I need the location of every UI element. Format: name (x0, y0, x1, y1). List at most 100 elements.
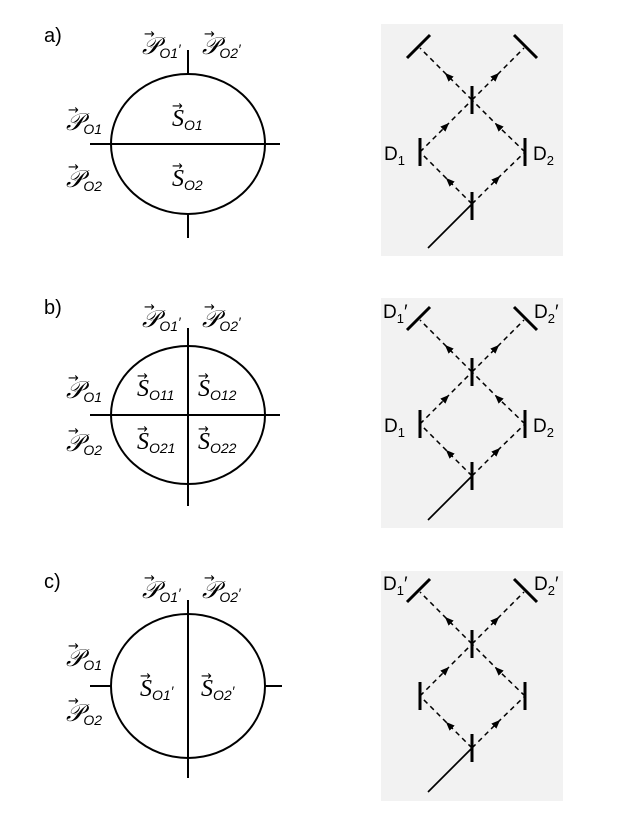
input-beam-b (427, 475, 473, 521)
svg-text:𝒫O2′: 𝒫O2′ (202, 34, 242, 61)
svg-text:𝒫O1: 𝒫O1 (66, 110, 102, 137)
detector-d2-label-b: D2 (533, 416, 554, 440)
beam-lower-right-b (471, 423, 526, 477)
symbol-s-o11-b: → SO11 (137, 369, 174, 403)
svg-text:𝒫O1′: 𝒫O1′ (142, 34, 182, 61)
beam-upper-right-b (471, 371, 526, 425)
symbol-s-o12-b: → SO12 (198, 369, 237, 403)
svg-text:→: → (68, 160, 79, 175)
panel-c-label: c) (44, 571, 61, 593)
symbol-p-o2-c: → 𝒫O2 (66, 694, 102, 728)
detector-d1-label-a: D1 (384, 144, 405, 168)
interferometer-b: D1′ D2′ D1 D2 (381, 298, 563, 528)
beam-out-left-c (419, 591, 473, 645)
svg-text:SO1: SO1 (172, 106, 203, 133)
interferometer-c: D1′ D2′ (381, 571, 563, 801)
mirror-out-left-a (405, 33, 432, 60)
svg-text:→: → (68, 103, 79, 118)
region-diagram-a (90, 50, 280, 238)
symbol-p-o2-a: → 𝒫O2 (66, 160, 102, 194)
detector-out-right-c (512, 577, 539, 604)
beam-lower-left-a (419, 151, 473, 205)
beam-lower-left-c (419, 695, 473, 749)
panel-b: b) → 𝒫O1′ → 𝒫O2′ → 𝒫O1 → 𝒫O2 (44, 297, 563, 528)
svg-text:𝒫O1′: 𝒫O1′ (142, 578, 182, 605)
symbol-p-o1-prime-b: → 𝒫O1′ (142, 300, 182, 334)
panel-b-label: b) (44, 297, 62, 319)
symbol-p-o2-prime-a: → 𝒫O2′ (202, 27, 242, 61)
svg-text:→: → (204, 571, 215, 586)
symbols-b: → 𝒫O1′ → 𝒫O2′ → 𝒫O1 → 𝒫O2 → SO11 → SO1 (66, 300, 242, 458)
region-diagram-c (90, 600, 282, 778)
symbol-s-o2-prime-c: → SO2′ (201, 669, 236, 703)
detector-d2-prime-label-c: D2′ (534, 574, 559, 598)
svg-text:→: → (137, 369, 148, 384)
interferometer-bg-c (381, 571, 563, 801)
beam-upper-right-c (471, 643, 526, 697)
symbol-s-o2-a: → SO2 (172, 159, 203, 193)
symbol-p-o1-c: → 𝒫O1 (66, 639, 102, 673)
symbol-s-o21-b: → SO21 (137, 422, 175, 456)
symbol-p-o2-b: → 𝒫O2 (66, 424, 102, 458)
beam-out-right-a (471, 47, 525, 101)
interferometer-a: D1 D2 (381, 24, 563, 256)
svg-text:→: → (198, 369, 209, 384)
beam-upper-left-b (419, 371, 473, 425)
svg-text:→: → (144, 571, 155, 586)
svg-text:→: → (172, 99, 183, 114)
svg-text:SO21: SO21 (137, 429, 175, 456)
panel-a-label: a) (44, 25, 62, 47)
symbols-c: → 𝒫O1′ → 𝒫O2′ → 𝒫O1 → 𝒫O2 → SO1′ → SO2 (66, 571, 242, 728)
symbol-p-o1-b: → 𝒫O1 (66, 371, 102, 405)
svg-text:𝒫O1: 𝒫O1 (66, 378, 102, 405)
svg-text:SO11: SO11 (137, 376, 174, 403)
beam-out-right-b (471, 319, 525, 373)
beam-upper-left-a (419, 99, 473, 153)
input-beam-c (427, 747, 473, 793)
beam-upper-left-c (419, 643, 473, 697)
svg-text:→: → (68, 639, 79, 654)
region-diagram-b (90, 328, 280, 506)
detector-out-left-b (405, 305, 432, 332)
svg-text:𝒫O2: 𝒫O2 (66, 701, 102, 728)
detector-out-right-b (512, 305, 539, 332)
mirror-out-right-a (512, 33, 539, 60)
svg-text:→: → (68, 424, 79, 439)
beam-lower-right-a (471, 151, 526, 205)
svg-text:𝒫O2′: 𝒫O2′ (202, 307, 242, 334)
svg-text:𝒫O2: 𝒫O2 (66, 167, 102, 194)
symbol-s-o1-a: → SO1 (172, 99, 203, 133)
beam-lower-left-b (419, 423, 473, 477)
svg-text:→: → (198, 422, 209, 437)
detector-d2-prime-label-b: D2′ (534, 302, 559, 326)
svg-text:→: → (68, 694, 79, 709)
svg-text:𝒫O2: 𝒫O2 (66, 431, 102, 458)
symbols-a: → 𝒫O1′ → 𝒫O2′ → 𝒫O1 → 𝒫O2 → SO1 → SO2 (66, 27, 242, 194)
symbol-s-o22-b: → SO22 (198, 422, 237, 456)
svg-text:→: → (204, 300, 215, 315)
svg-text:→: → (68, 371, 79, 386)
svg-text:𝒫O2′: 𝒫O2′ (202, 578, 242, 605)
detector-d2-label-a: D2 (533, 144, 554, 168)
svg-text:SO1′: SO1′ (140, 676, 175, 703)
beam-out-left-a (419, 47, 473, 101)
svg-text:→: → (204, 27, 215, 42)
detector-d1-prime-label-c: D1′ (383, 574, 408, 598)
panel-c: c) → 𝒫O1′ → 𝒫O2′ → 𝒫O1 → 𝒫O2 (44, 571, 563, 801)
symbol-p-o1-a: → 𝒫O1 (66, 103, 102, 137)
beam-lower-right-c (471, 695, 526, 749)
svg-text:𝒫O1: 𝒫O1 (66, 646, 102, 673)
svg-text:SO2: SO2 (172, 166, 203, 193)
symbol-p-o1-prime-c: → 𝒫O1′ (142, 571, 182, 605)
detector-out-left-c (405, 577, 432, 604)
interferometer-bg-b (381, 298, 563, 528)
symbol-p-o2-prime-b: → 𝒫O2′ (202, 300, 242, 334)
svg-text:SO22: SO22 (198, 429, 237, 456)
svg-text:→: → (172, 159, 183, 174)
svg-text:→: → (140, 669, 151, 684)
svg-text:𝒫O1′: 𝒫O1′ (142, 307, 182, 334)
symbol-p-o1-prime-a: → 𝒫O1′ (142, 27, 182, 61)
beam-upper-right-a (471, 99, 526, 153)
symbol-p-o2-prime-c: → 𝒫O2′ (202, 571, 242, 605)
